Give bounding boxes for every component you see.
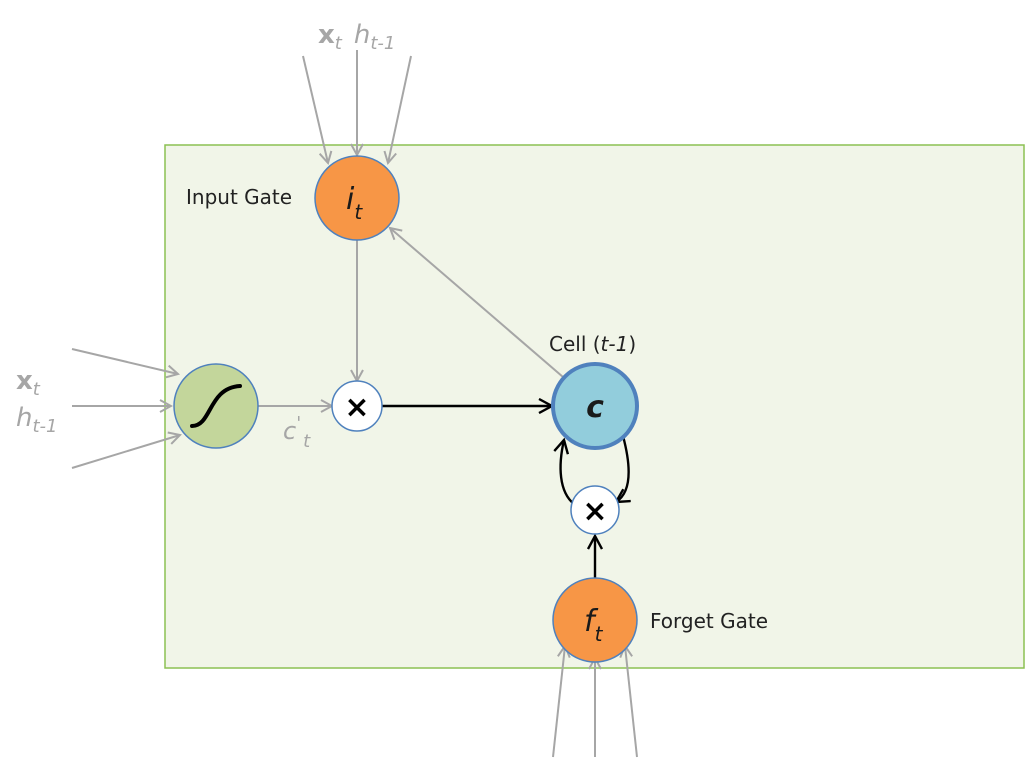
forget-gate-arrow-x — [552, 646, 565, 758]
svg-text:it: it — [346, 182, 363, 224]
input-gate-symbol: i — [346, 182, 355, 217]
cell-symbol: c — [586, 390, 604, 425]
candidate-multiply-node: × — [331, 380, 383, 432]
forget-gate-node: ft — [552, 577, 638, 663]
candidate-arrow-b — [71, 435, 180, 469]
forget-gate-subscript: t — [595, 622, 604, 646]
input-gate-label: Input Gate — [186, 185, 292, 209]
input-gate-subscript: t — [354, 200, 363, 224]
candidate-arrow-x — [71, 348, 178, 374]
cell-to-forget-multiply-arrow — [616, 435, 629, 502]
forget-multiply-node: × — [570, 485, 620, 535]
candidate-inputs-x-label: xt — [16, 366, 41, 400]
forget-multiply-to-cell-arrow — [561, 440, 575, 505]
sigmoid-node — [173, 363, 259, 449]
input-gate-arrow-b — [388, 55, 412, 163]
multiply-icon: × — [344, 390, 369, 425]
cell-node: c — [551, 362, 639, 450]
multiply-icon: × — [582, 494, 607, 529]
forget-gate-arrow-b — [625, 646, 638, 758]
cell-label: Cell (t-1) — [549, 332, 636, 356]
cell-to-input-gate-arrow — [390, 228, 564, 378]
input-gate-node: it — [314, 155, 400, 241]
input-gate-inputs — [302, 50, 412, 163]
forget-gate-inputs — [552, 646, 638, 758]
sigmoid-curve-icon — [190, 384, 242, 428]
candidate-inputs — [71, 348, 180, 469]
candidate-label: c't — [283, 413, 311, 452]
forget-gate-label: Forget Gate — [650, 609, 768, 633]
input-gate-arrow-x — [302, 55, 328, 163]
candidate-inputs-h-label: ht-1 — [16, 403, 58, 437]
